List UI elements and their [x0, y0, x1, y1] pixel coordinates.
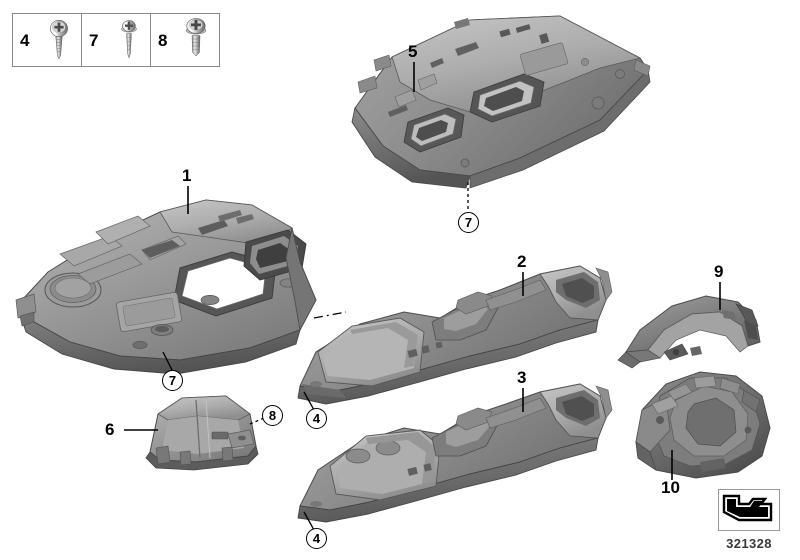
leader-callout-7-part1 — [162, 351, 173, 371]
arrow-direction-icon — [722, 494, 773, 522]
part-5-upper-trim-panel[interactable] — [351, 15, 651, 189]
legend-item-8[interactable]: 8 — [151, 14, 219, 66]
legend-item-7[interactable]: 7 — [82, 14, 151, 66]
legend-item-4-number: 4 — [20, 30, 30, 50]
legend-item-4[interactable]: 4 — [13, 14, 82, 66]
part-6-small-cover-box[interactable] — [145, 395, 259, 471]
part-label-6: 6 — [105, 420, 115, 439]
callout-screw-7-part1[interactable]: 7 — [162, 370, 183, 391]
legend-item-8-number: 8 — [158, 30, 168, 50]
part-label-10: 10 — [661, 478, 680, 497]
leader-callout-4-part3 — [303, 511, 315, 531]
part-label-3: 3 — [517, 368, 527, 387]
legend-item-7-number: 7 — [89, 30, 99, 50]
part-label-1: 1 — [182, 166, 192, 185]
part-10-steering-column-shroud-lower[interactable] — [635, 371, 771, 479]
diagram-id-number: 321328 — [726, 536, 772, 551]
leader-callout-4-part2 — [303, 391, 315, 411]
screw-pan-head-icon — [45, 16, 73, 65]
part-label-2: 2 — [517, 252, 527, 271]
callout-screw-8-part6[interactable]: 8 — [262, 405, 283, 426]
part-label-9: 9 — [714, 262, 724, 281]
part-label-5: 5 — [408, 42, 418, 61]
assembly-reference-line — [313, 311, 347, 319]
fastener-legend: 4 — [12, 13, 220, 67]
orientation-indicator-box — [718, 489, 780, 531]
part-3-trim-panel-right[interactable] — [297, 383, 613, 523]
leader-callout-8-part6 — [249, 417, 265, 425]
callout-screw-4-part2[interactable]: 4 — [306, 408, 327, 429]
screw-flange-head-icon — [116, 16, 142, 65]
callout-screw-7-part5[interactable]: 7 — [458, 212, 479, 233]
callout-screw-4-part3[interactable]: 4 — [306, 528, 327, 549]
part-1-lower-dash-panel-large[interactable] — [15, 199, 317, 375]
part-9-steering-column-shroud-upper[interactable] — [617, 295, 761, 369]
screw-large-flange-head-icon — [181, 15, 211, 66]
part-2-trim-panel-left[interactable] — [297, 265, 613, 405]
